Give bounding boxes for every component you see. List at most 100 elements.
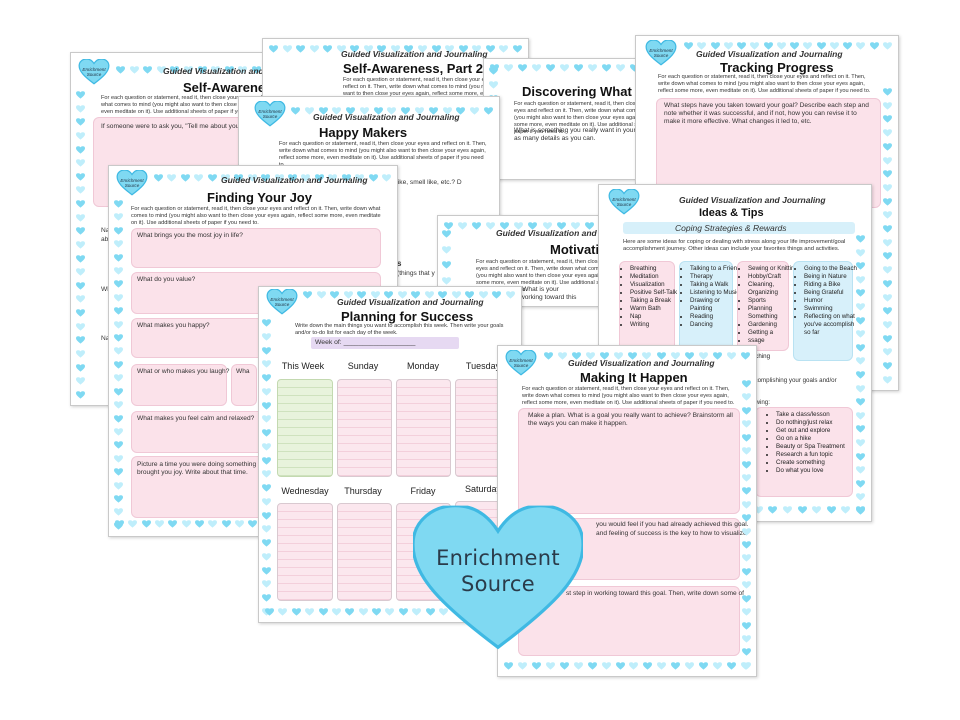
heart-border-left (262, 319, 272, 616)
heart-icon (76, 336, 85, 344)
heart-icon (856, 276, 865, 284)
tip-item: ssage (748, 337, 800, 345)
heart-icon (194, 174, 203, 182)
heart-icon (303, 291, 312, 299)
week-of-label: Week of: ___________________ (315, 339, 416, 346)
heart-icon (883, 266, 892, 274)
heart-icon (727, 352, 736, 360)
heart-icon (167, 174, 176, 182)
heart-icon (518, 64, 527, 72)
heart-icon (727, 662, 736, 670)
heart-icon (317, 291, 326, 299)
heart-icon (76, 377, 85, 385)
day-label: Wednesday (281, 486, 329, 496)
heart-icon (699, 662, 708, 670)
heart-icon (602, 662, 611, 670)
heart-border-top (490, 64, 653, 74)
heart-icon (76, 391, 85, 399)
heart-icon (742, 420, 751, 428)
heart-icon (742, 635, 751, 643)
tips-list-1: BreathingMeditationVisualizationPositive… (621, 265, 684, 329)
heart-icon (883, 88, 892, 96)
heart-icon (442, 230, 451, 238)
instructions-text: For each question or statement, read it,… (514, 101, 660, 135)
heart-icon (616, 64, 625, 72)
heart-icon (883, 307, 892, 315)
heart-icon (278, 608, 287, 616)
sheet-title: Self-Awareness, Part 2 (343, 61, 483, 76)
question-text: What makes you feel calm and relaxed? (137, 415, 255, 422)
heart-icon (76, 309, 85, 317)
tip-item: Beauty or Spa Treatment (776, 443, 858, 451)
sheet-subtitle: Guided Visualization and Journaling (221, 175, 368, 185)
coping-banner (623, 222, 855, 234)
week-of-field[interactable] (311, 337, 459, 349)
heart-icon (114, 267, 123, 275)
tip-item: Taking a Break (630, 297, 684, 305)
heart-icon (742, 393, 751, 401)
question-fragment: like, sound like, smell like, etc.? D (363, 179, 462, 186)
tip-item: Take a class/lesson (776, 411, 858, 419)
heart-icon (155, 520, 164, 528)
heart-icon (489, 81, 498, 89)
heart-icon (856, 453, 865, 461)
heart-icon (262, 374, 271, 382)
heart-icon (385, 608, 394, 616)
heart-icon (472, 222, 481, 230)
coping-banner-label: Coping Strategies & Rewards (675, 223, 787, 233)
heart-icon (262, 360, 271, 368)
heart-icon (506, 291, 515, 299)
heart-icon (883, 157, 892, 165)
sheet-title: Tracking Progress (720, 60, 834, 75)
heart-icon (532, 64, 541, 72)
question-text: What makes you happy? (137, 322, 210, 329)
heart-icon (76, 173, 85, 181)
heart-icon (856, 398, 865, 406)
tip-item: Writing (630, 321, 684, 329)
heart-icon (76, 105, 85, 113)
tip-item: Humor (804, 297, 862, 305)
heart-icon (742, 622, 751, 630)
tip-item: Meditation (630, 273, 684, 281)
heart-icon (76, 282, 85, 290)
logo-heart: Enrichment Source (265, 289, 299, 315)
heart-icon (742, 434, 751, 442)
tip-item: Research a fun topic (776, 451, 858, 459)
heart-icon (856, 42, 865, 50)
heart-icon (883, 239, 892, 247)
answer-box (231, 364, 257, 406)
logo-heart: Enrichment Source (607, 189, 641, 215)
heart-icon (76, 146, 85, 154)
heart-icon (883, 252, 892, 260)
question-fragment: Na (101, 227, 110, 234)
question-text: and feeling of success is the key to how… (596, 530, 747, 537)
logo-heart: Enrichment Source (77, 59, 111, 85)
heart-icon (558, 352, 567, 360)
heart-icon (319, 608, 328, 616)
heart-icon (883, 348, 892, 356)
heart-icon (76, 118, 85, 126)
tip-item: Do nothing/just relax (776, 419, 858, 427)
heart-icon (305, 608, 314, 616)
heart-icon (76, 350, 85, 358)
heart-icon (513, 45, 522, 53)
answer-box (131, 364, 227, 406)
sheet-subtitle: Guided Visualization and Journaling (568, 358, 715, 368)
heart-icon (262, 498, 271, 506)
this-week-column (277, 379, 333, 477)
sheet-subtitle: Guided Visualization and Journaling (313, 112, 460, 122)
heart-icon (262, 553, 271, 561)
heart-icon (856, 317, 865, 325)
heart-icon (629, 662, 638, 670)
sheet-title: Finding Your Joy (207, 190, 312, 205)
heart-icon (208, 174, 217, 182)
heart-icon (222, 520, 231, 528)
sheet-subtitle: Guided Visualization and Journaling (696, 49, 843, 59)
heart-icon (841, 506, 850, 514)
monday-column (396, 379, 451, 477)
heart-icon (504, 662, 513, 670)
heart-border-right (883, 88, 893, 384)
heart-icon (827, 506, 836, 514)
heart-icon (262, 512, 271, 520)
heart-icon (856, 385, 865, 393)
